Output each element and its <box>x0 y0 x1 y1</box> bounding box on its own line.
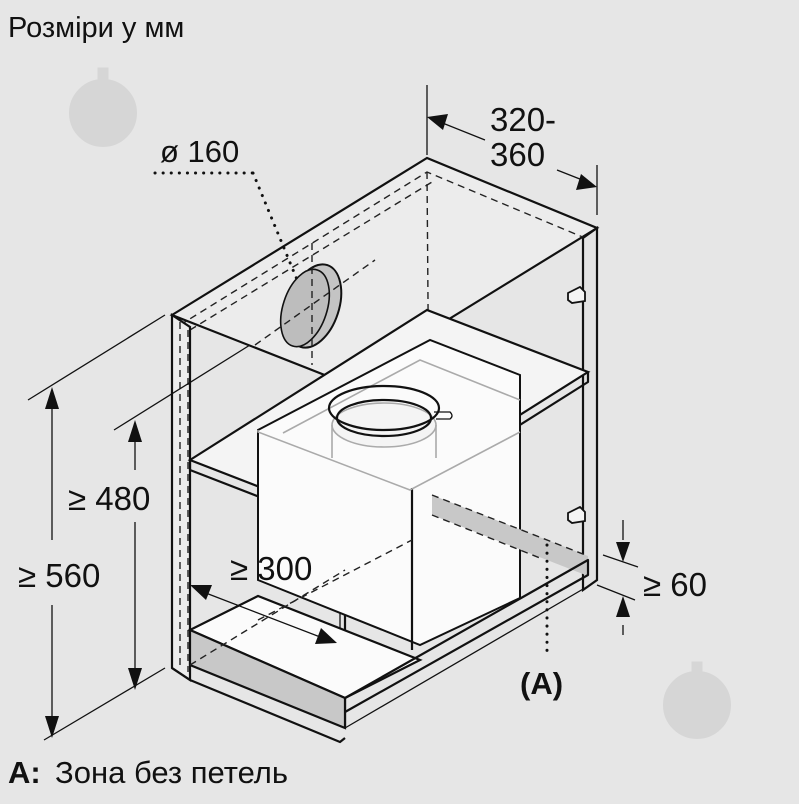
total-height-label: ≥ 560 <box>18 557 100 594</box>
watermark-trowel-icon <box>663 661 731 739</box>
width-label: ≥ 300 <box>230 550 312 587</box>
inner-height-label: ≥ 480 <box>68 480 150 517</box>
dimension-duct-diameter: ø 160 <box>153 134 300 284</box>
dimension-depth: 320- 360 <box>426 85 598 215</box>
legend-key: A: <box>8 755 41 790</box>
legend: A: Зона без петель <box>8 755 288 790</box>
hinge-clip-icon <box>567 505 586 524</box>
hinge-clip-icon <box>567 285 586 304</box>
page-title: Розміри у мм <box>8 12 184 44</box>
bottom-gap-label: ≥ 60 <box>643 566 707 603</box>
dimension-bottom-gap: ≥ 60 <box>596 520 707 635</box>
callout-a: (A) <box>520 543 563 701</box>
callout-a-label: (A) <box>520 666 563 701</box>
dimension-width: ≥ 300 <box>190 550 337 644</box>
cabinet-right-panel <box>581 225 599 593</box>
duct-collar <box>327 384 453 458</box>
no-hinge-zone <box>432 495 588 576</box>
duct-opening <box>254 243 376 365</box>
dimension-inner-height: ≥ 480 <box>68 344 251 690</box>
watermark-trowel-icon <box>69 67 137 147</box>
depth-label-line1: 320- <box>490 101 556 138</box>
depth-label-line2: 360 <box>490 136 545 173</box>
dimension-total-height: ≥ 560 <box>18 314 166 741</box>
duct-diameter-label: ø 160 <box>160 134 239 169</box>
legend-text: Зона без петель <box>55 755 288 790</box>
